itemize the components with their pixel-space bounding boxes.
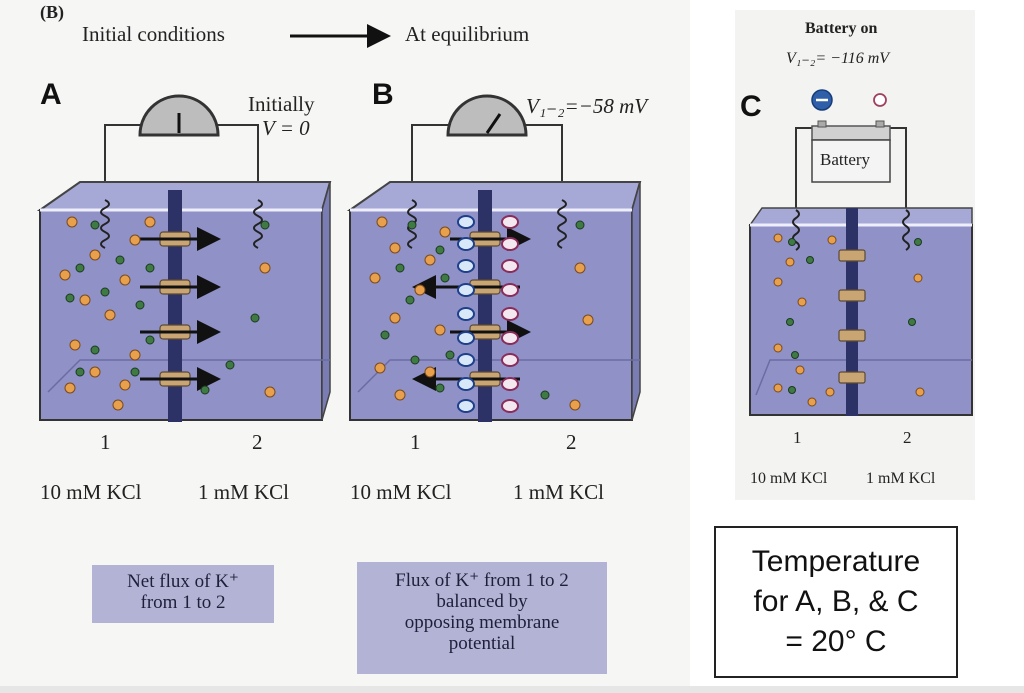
panel-b-solution-1: 10 mM KCl — [350, 480, 452, 504]
panel-a-compartment-2: 2 — [252, 430, 263, 454]
panel-a-meter-label-2: V = 0 — [262, 116, 310, 140]
panel-b-solution-2: 1 mM KCl — [513, 480, 605, 504]
panel-c-apparatus — [748, 89, 973, 416]
figure-tag: (B) — [40, 2, 64, 22]
battery-voltage-label: V₁₋₂= −116 mV — [786, 50, 890, 67]
bottom-divider — [0, 686, 1024, 693]
panel-a-apparatus — [36, 94, 332, 422]
panel-c-compartment-1: 1 — [793, 428, 802, 447]
panel-a-caption-line: Net flux of K⁺ — [127, 571, 239, 592]
panel-c-solution-1: 10 mM KCl — [750, 470, 828, 487]
panel-a-caption: Net flux of K⁺ from 1 to 2 — [92, 565, 274, 623]
membrane-c — [846, 208, 858, 416]
battery-icon — [811, 139, 891, 183]
panel-b-apparatus — [346, 94, 642, 422]
panel-b-caption-line: Flux of K⁺ from 1 to 2 — [395, 570, 569, 591]
initial-conditions-label: Initial conditions — [82, 22, 225, 46]
panel-b-letter: B — [372, 78, 394, 111]
positive-electrode-icon — [873, 93, 887, 107]
at-equilibrium-label: At equilibrium — [405, 22, 530, 46]
temperature-line: = 20° C — [785, 625, 887, 658]
voltmeter-b-icon — [446, 94, 528, 137]
panel-a-caption-line: from 1 to 2 — [140, 592, 226, 613]
panel-a-letter: A — [40, 78, 62, 111]
panel-b-caption-line: potential — [448, 633, 516, 654]
membrane-b — [478, 190, 492, 422]
panel-c-solution-2: 1 mM KCl — [866, 470, 936, 487]
battery-label: Battery — [820, 150, 871, 169]
panel-a-compartment-1: 1 — [100, 430, 111, 454]
panel-b-compartment-1: 1 — [410, 430, 421, 454]
panel-c-letter: C — [740, 90, 762, 123]
panel-c-compartment-2: 2 — [903, 428, 912, 447]
panel-a-solution-1: 10 mM KCl — [40, 480, 142, 504]
temperature-note: Temperature for A, B, & C = 20° C — [714, 526, 958, 678]
panel-b-caption-line: balanced by — [436, 591, 528, 612]
temperature-line: for A, B, & C — [753, 585, 919, 618]
panel-a-meter-label-1: Initially — [248, 92, 315, 116]
panel-b-compartment-2: 2 — [566, 430, 577, 454]
membrane-a — [168, 190, 182, 422]
panel-b-caption-line: opposing membrane — [404, 612, 560, 633]
temperature-line: Temperature — [751, 545, 921, 578]
panel-a-solution-2: 1 mM KCl — [198, 480, 290, 504]
battery-on-title: Battery on — [805, 20, 878, 37]
panel-b-caption: Flux of K⁺ from 1 to 2 balanced by oppos… — [357, 562, 607, 674]
panel-b-meter-label: V₁₋₂=−58 mV — [526, 94, 648, 118]
